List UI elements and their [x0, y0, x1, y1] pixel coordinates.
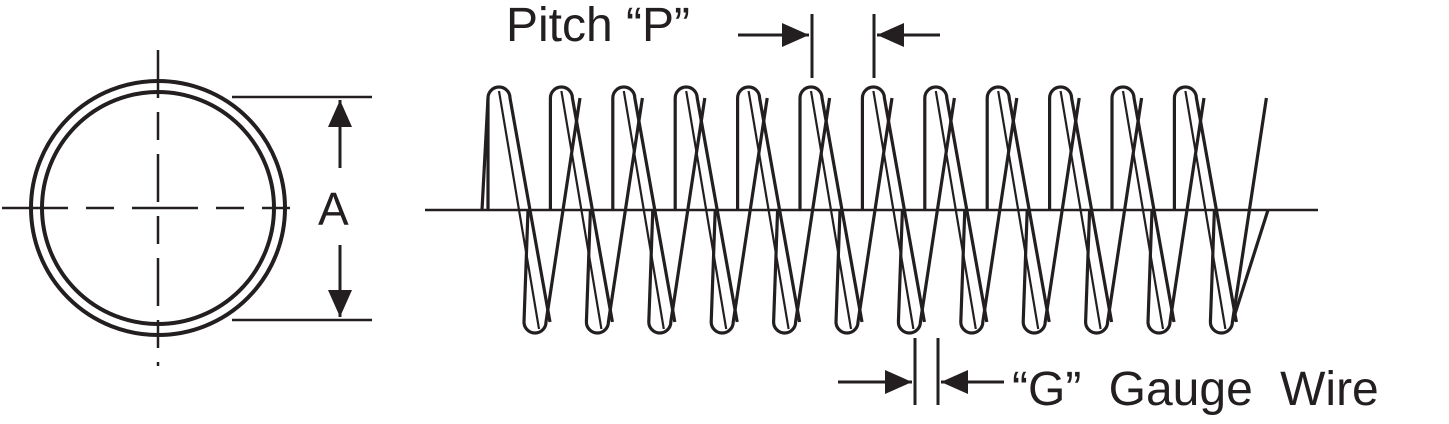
end-view — [2, 50, 290, 366]
coil-back-stroke — [747, 90, 790, 330]
coil-left-end — [480, 97, 490, 211]
gauge-label: “G” Gauge Wire — [1012, 363, 1379, 416]
coil-back-stroke — [1121, 90, 1165, 330]
coil-top-loop — [1172, 85, 1238, 323]
coil-back-stroke — [1184, 90, 1227, 330]
coil-bottom-loop — [1021, 97, 1081, 335]
coil-back-stroke — [497, 90, 541, 330]
spring-coils — [480, 85, 1270, 335]
coil-top-loop — [1048, 85, 1114, 323]
coil-top-loop — [860, 85, 926, 323]
coil-right-end — [1230, 209, 1270, 323]
coil-back-stroke — [622, 90, 665, 330]
coil-back-stroke — [560, 90, 603, 330]
coil-top-loop — [736, 85, 802, 323]
coil-bottom-loop — [1084, 97, 1144, 335]
coil-bottom-loop — [584, 97, 644, 335]
diameter-dimension — [232, 95, 372, 322]
coil-top-loop — [985, 85, 1051, 323]
coil-top-loop — [1110, 85, 1176, 323]
gauge-dimension — [838, 338, 1004, 405]
coil-bottom-loop — [522, 97, 582, 335]
coil-bottom-loop — [1208, 97, 1268, 335]
coil-top-loop — [798, 85, 864, 323]
coil-back-stroke — [997, 90, 1040, 330]
coil-bottom-loop — [1146, 97, 1206, 335]
coil-bottom-loop — [896, 97, 956, 335]
coil-back-stroke — [1059, 90, 1102, 330]
coil-top-loop — [611, 85, 677, 323]
coil-back-stroke — [934, 90, 977, 330]
coil-bottom-loop — [772, 97, 832, 335]
coil-top-loop — [673, 85, 739, 323]
pitch-label: Pitch “P” — [506, 0, 691, 52]
coil-top-loop — [486, 85, 552, 323]
coil-back-stroke — [809, 90, 853, 330]
coil-top-loop — [923, 85, 989, 323]
coil-top-loop — [548, 85, 614, 323]
coil-bottom-loop — [834, 97, 894, 335]
pitch-dimension — [738, 14, 940, 78]
coil-back-stroke — [685, 90, 728, 330]
coil-bottom-loop — [709, 97, 769, 335]
diameter-label: A — [318, 183, 349, 235]
coil-back-stroke — [872, 90, 915, 330]
coil-bottom-loop — [959, 97, 1019, 335]
coil-bottom-loop — [647, 97, 707, 335]
